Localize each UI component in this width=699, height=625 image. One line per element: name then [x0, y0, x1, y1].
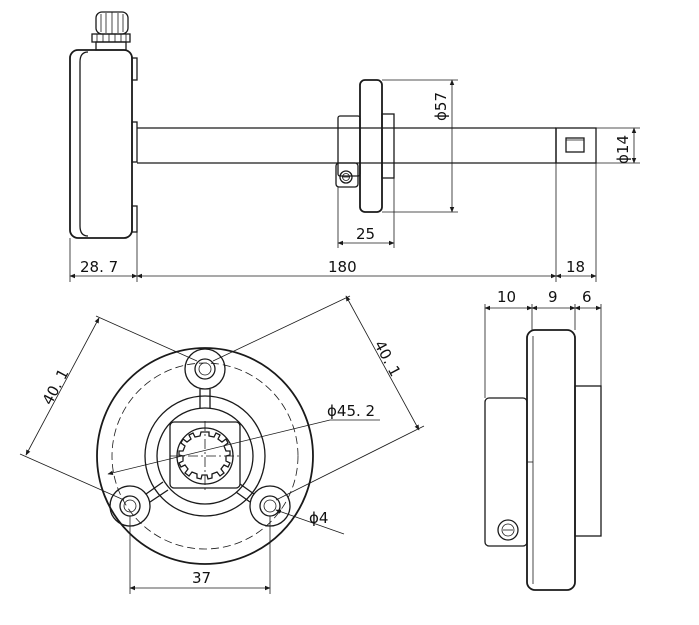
front-view-flange: 40. 1 40. 1 ϕ45. 2 ϕ4 37: [19, 295, 425, 594]
dim-side-width-b: 9: [548, 288, 558, 306]
dim-probe-length: 180: [328, 258, 357, 276]
dim-side-width-c: 6: [582, 288, 592, 306]
dim-tip-length: 18: [566, 258, 585, 276]
side-view-flange: 10 9 6: [484, 288, 602, 591]
top-view: 28. 7 180 18 25 ϕ57 ϕ14: [69, 11, 640, 282]
dim-hole-horizontal-spacing: 37: [192, 569, 211, 587]
dim-housing-width: 28. 7: [80, 258, 118, 276]
probe-tube: [137, 127, 597, 164]
cable-gland: [91, 11, 131, 51]
dim-probe-diameter: ϕ14: [614, 135, 632, 164]
dim-flange-diameter: ϕ57: [432, 92, 450, 121]
sensor-housing: [69, 49, 138, 239]
dim-hole-spacing-right: 40. 1: [370, 337, 404, 379]
dim-clamp-width: 25: [356, 225, 375, 243]
gear-teeth: [178, 431, 231, 480]
mounting-flange-side: [335, 79, 395, 213]
dimension-lines-top: [69, 79, 640, 282]
dim-hole-spacing-left: 40. 1: [39, 366, 73, 408]
dim-side-width-a: 10: [497, 288, 516, 306]
dim-flange-inner-diameter: ϕ45. 2: [327, 402, 375, 420]
dim-hole-diameter: ϕ4: [309, 509, 328, 527]
